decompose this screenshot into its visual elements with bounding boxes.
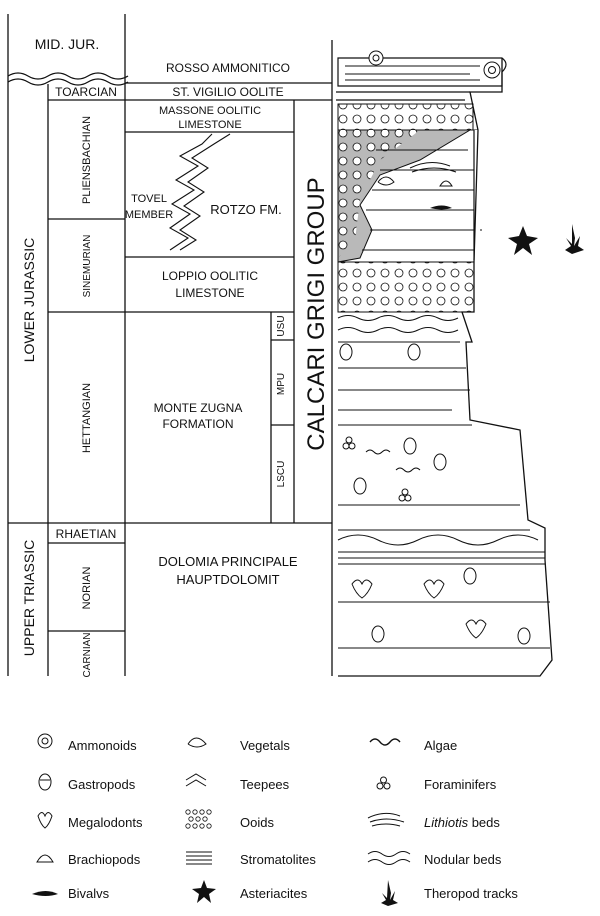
chart-grid <box>7 14 333 676</box>
teepee-icon <box>185 773 207 787</box>
formation-dolomia: DOLOMIA PRINCIPALE <box>158 554 298 569</box>
stage-carnian: CARNIAN <box>82 632 93 677</box>
theropod-track-fossil <box>565 224 584 254</box>
stage-hettangian: HETTANGIAN <box>81 383 93 453</box>
unit-usu: USU <box>276 315 287 336</box>
foraminifer-fossil <box>342 436 412 502</box>
gastropod-fossil <box>339 343 353 361</box>
vegetal-fossil <box>377 176 395 186</box>
legend-label-ammonoids: Ammonoids <box>68 738 137 753</box>
gastropod-fossil <box>517 627 531 645</box>
formation-dolomia-2: HAUPTDOLOMIT <box>176 572 279 587</box>
algae-icon <box>369 738 401 746</box>
gastropod-icon <box>38 773 52 791</box>
formation-tovel-2: MEMBER <box>125 209 173 221</box>
foraminifer-icon <box>376 776 391 790</box>
formation-tovel: TOVEL <box>131 193 167 205</box>
era-mid-jurassic: MID. JUR. <box>35 36 100 52</box>
unit-lscu: LSCU <box>276 461 287 488</box>
unconformity-line <box>7 72 129 86</box>
legend-label-bivalvs: Bivalvs <box>68 886 110 901</box>
formation-massone: MASSONE OOLITIC <box>159 105 261 117</box>
legend-label-stromatolites: Stromatolites <box>240 852 316 867</box>
vegetal-icon <box>187 737 207 748</box>
formation-rosso: ROSSO AMMONITICO <box>166 61 290 75</box>
legend-label-nodular: Nodular beds <box>424 852 502 867</box>
lithiotis-icon <box>367 812 405 827</box>
formation-rotzo: ROTZO FM. <box>210 202 282 217</box>
group-label: CALCARI GRIGI GROUP <box>303 177 330 450</box>
legend-label-foraminifers: Foraminifers <box>424 777 497 792</box>
legend-label-lithiotis: Lithiotis beds <box>424 815 500 830</box>
gastropod-fossil <box>407 343 421 361</box>
legend-label-asteriacites: Asteriacites <box>240 886 308 901</box>
asteriacite-fossil <box>508 226 538 255</box>
formation-vigilio: ST. VIGILIO OOLITE <box>172 85 283 99</box>
era-upper-triassic: UPPER TRIASSIC <box>21 540 37 656</box>
ammonoid-fossil <box>483 61 501 79</box>
unit-mpu: MPU <box>276 373 287 395</box>
ammonoid-fossil <box>368 50 384 66</box>
formation-loppio: LOPPIO OOLITIC <box>162 269 258 283</box>
formation-loppio-2: LIMESTONE <box>175 286 244 300</box>
gastropod-fossil <box>433 453 447 471</box>
legend-label-algae: Algae <box>424 738 457 753</box>
legend-label-brachiopods: Brachiopods <box>68 852 141 867</box>
tovel-zigzag-left <box>168 133 213 251</box>
bivalve-icon <box>32 891 58 896</box>
theropod-track-icon <box>381 880 398 906</box>
legend: Ammonoids Gastropods Megalodonts Brachio… <box>32 733 518 906</box>
gastropod-fossil <box>463 567 477 585</box>
stage-sinemurian: SINEMURIAN <box>82 235 93 298</box>
ammonoid-icon <box>37 733 53 749</box>
nodular-icon <box>367 851 411 865</box>
legend-label-ooids: Ooids <box>240 815 274 830</box>
legend-label-theropod: Theropod tracks <box>424 886 518 901</box>
stage-rhaetian: RHAETIAN <box>56 527 117 541</box>
gastropod-fossil <box>353 477 367 495</box>
legend-label-gastropods: Gastropods <box>68 777 136 792</box>
megalodont-fossil <box>351 579 487 639</box>
stromatolite-icon <box>186 851 212 865</box>
asteriacite-icon <box>192 880 216 903</box>
algae-fossil <box>365 449 421 473</box>
formation-massone-2: LIMESTONE <box>178 119 241 131</box>
megalodont-icon <box>37 812 53 829</box>
stage-toarcian: TOARCIAN <box>55 85 117 99</box>
brachiopod-fossil <box>439 180 453 187</box>
ooid-icon <box>185 809 212 829</box>
bivalve-fossil <box>430 205 452 210</box>
lithiotis-italic: Lithiotis <box>424 815 469 830</box>
lithiotis-suffix: beds <box>468 815 500 830</box>
era-lower-jurassic: LOWER JURASSIC <box>21 238 37 362</box>
formation-zugna: MONTE ZUGNA <box>154 401 243 415</box>
legend-label-vegetals: Vegetals <box>240 738 290 753</box>
stage-norian: NORIAN <box>81 567 93 610</box>
lithology-column <box>336 50 553 677</box>
tovel-zigzag-right <box>179 133 231 251</box>
brachiopod-icon <box>36 854 54 863</box>
gastropod-fossil <box>371 625 385 643</box>
legend-label-teepees: Teepees <box>240 777 290 792</box>
weathering-profile <box>338 58 553 677</box>
gastropod-fossil <box>403 437 417 455</box>
stage-pliensbachian: PLIENSBACHIAN <box>81 116 93 204</box>
formation-zugna-2: FORMATION <box>162 417 233 431</box>
legend-label-megalodonts: Megalodonts <box>68 815 143 830</box>
